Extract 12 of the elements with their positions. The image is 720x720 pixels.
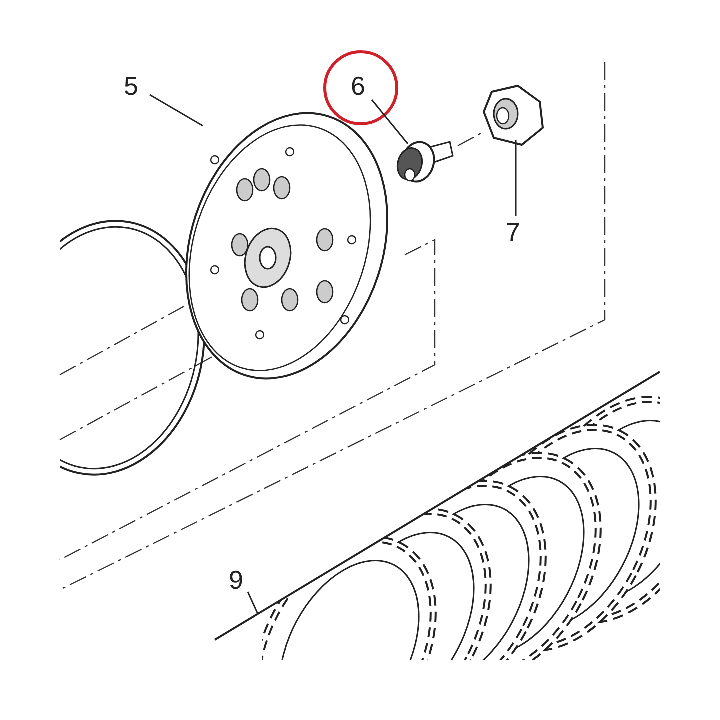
callout-number: 5 — [124, 72, 138, 100]
callout-number: 6 — [351, 72, 366, 100]
callout-number: 7 — [506, 218, 520, 246]
leader-line — [515, 140, 517, 216]
pressure-plate-drawing — [186, 112, 388, 380]
bolt-drawing — [396, 141, 454, 183]
leader-line — [150, 94, 204, 127]
leader-line — [371, 100, 409, 144]
nut-drawing — [482, 84, 544, 146]
clutch-plate-stack-drawing — [262, 396, 660, 660]
callout-number: 9 — [229, 566, 244, 594]
leader-line — [247, 592, 259, 614]
